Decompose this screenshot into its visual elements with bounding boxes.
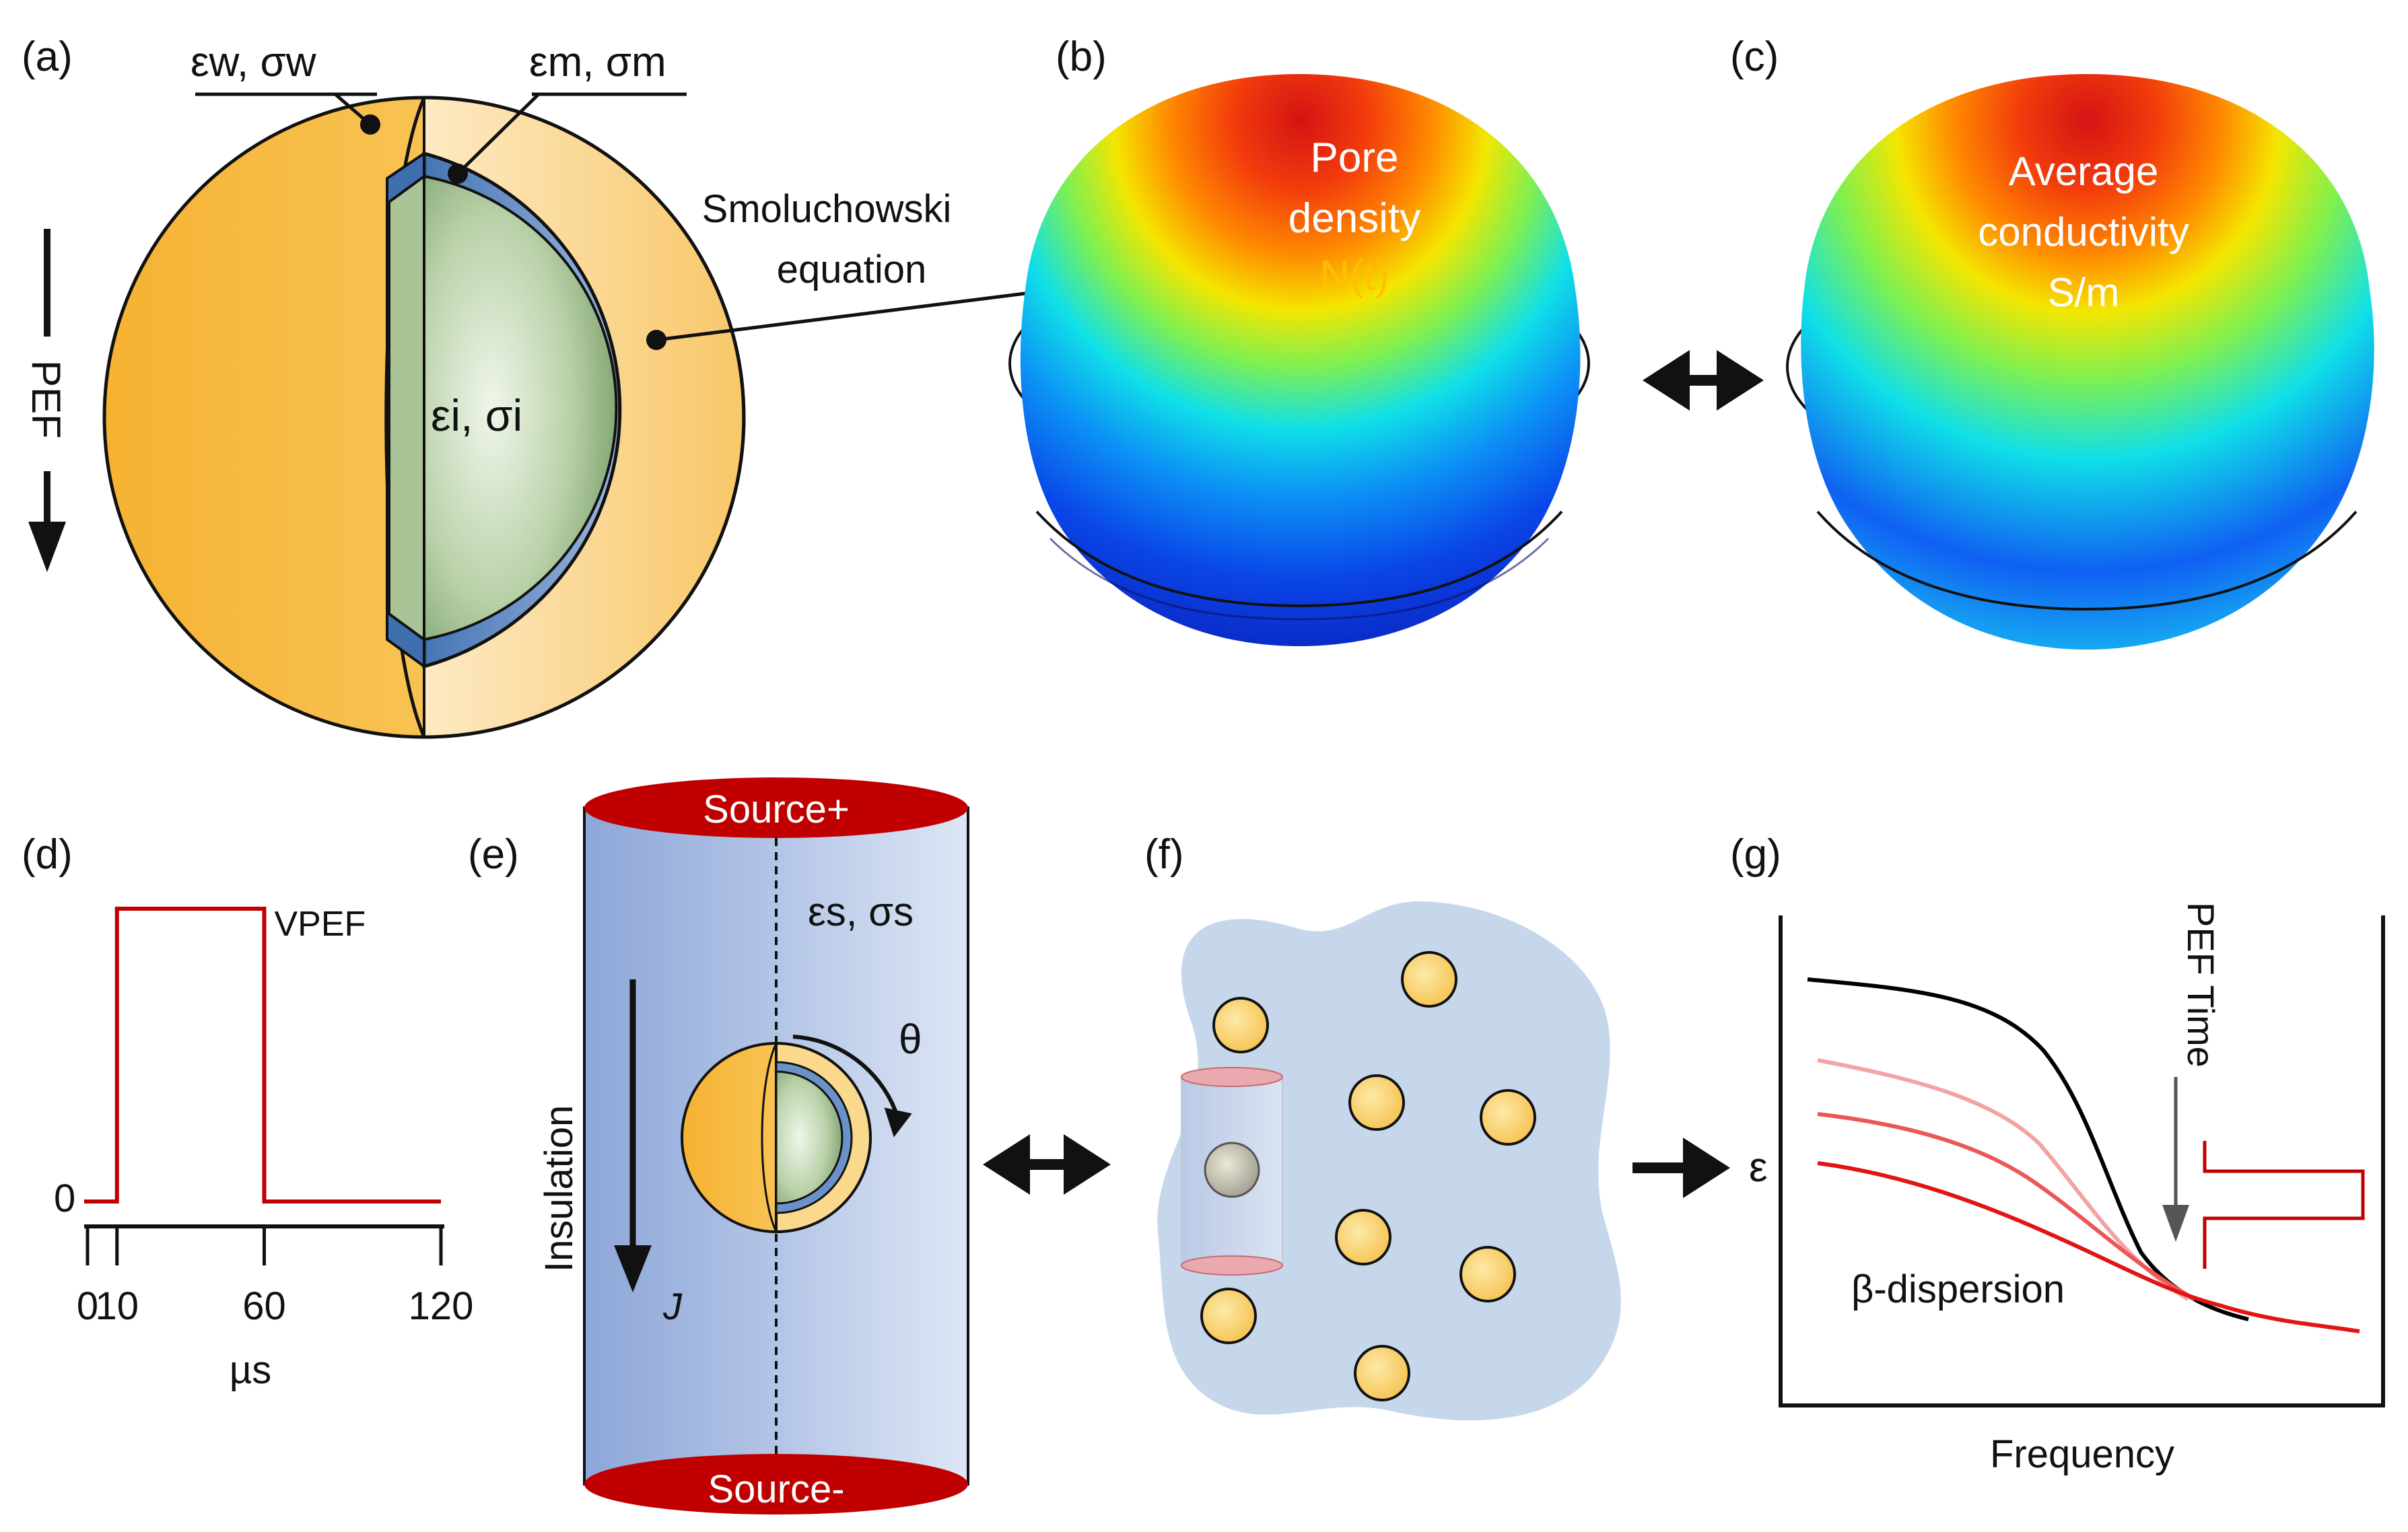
- pulse-waveform: [84, 907, 441, 1204]
- curve-mid-red: [1817, 1112, 2196, 1301]
- frequency-axis-label: Frequency: [1990, 1432, 2174, 1476]
- smoluchowski-label: Smoluchowski: [702, 187, 952, 231]
- panel-d-label: (d): [22, 831, 73, 878]
- time-ticks: 010 60 120: [77, 1226, 474, 1328]
- plot-frame: [1779, 915, 2385, 1407]
- equation-label: equation: [777, 248, 927, 291]
- cell: [1459, 1246, 1516, 1302]
- double-arrow-ef: [983, 1134, 1111, 1195]
- theta-label: θ: [899, 1016, 922, 1063]
- insulation-label: Insulation: [537, 1105, 581, 1272]
- panel-c-label: (c): [1730, 34, 1779, 80]
- pore-label-line2: density: [1288, 195, 1420, 242]
- panel-b-label: (b): [1056, 34, 1107, 80]
- pore-label-line1: Pore: [1311, 135, 1399, 181]
- medium-props-label: εs, σs: [808, 889, 914, 934]
- conductivity-heatmap: [1801, 74, 2374, 650]
- cell: [1480, 1089, 1536, 1146]
- cell: [1335, 1209, 1391, 1265]
- time-tick-label: 120: [409, 1284, 474, 1328]
- top-source-cap: [584, 777, 968, 838]
- conductivity-label-line2: conductivity: [1978, 209, 2189, 254]
- panel-a: (a) εi, σi εw, σw εm, σm Smoluchowski eq…: [22, 34, 1058, 739]
- bottom-source-cap: [584, 1454, 968, 1514]
- current-label: J: [662, 1285, 683, 1327]
- cell: [1212, 997, 1269, 1053]
- panel-a-label: (a): [22, 34, 73, 80]
- arrow-fg: [1632, 1138, 1730, 1198]
- outer-pointer-dot: [360, 114, 380, 135]
- double-arrow-bc: [1643, 350, 1764, 411]
- pulse-glyph: [2203, 1141, 2365, 1269]
- membrane-props-label: εm, σm: [529, 39, 666, 85]
- panel-e: (e) Source+ Source- εs, σs θ J Insulatio…: [468, 777, 969, 1514]
- panel-f-label: (f): [1144, 831, 1184, 878]
- vpef-label: VPEF: [275, 905, 366, 944]
- source-plus-label: Source+: [703, 788, 850, 831]
- pore-label-line3: N(t): [1319, 252, 1389, 299]
- theta-arc: [792, 1035, 897, 1112]
- unit-cell: [1204, 1142, 1260, 1198]
- inner-props-label: εi, σi: [431, 390, 522, 440]
- panel-e-label: (e): [468, 831, 519, 878]
- pef-time-label: PEF Time: [2180, 902, 2222, 1068]
- cell: [1401, 951, 1457, 1008]
- panel-c: (c) Average conductivity S/m: [1730, 34, 2374, 650]
- time-tick-label: 0: [77, 1284, 98, 1328]
- conductivity-label-line3: S/m: [2048, 270, 2120, 315]
- time-tick-label: 10: [95, 1284, 139, 1328]
- pef-label: PEF: [24, 360, 69, 439]
- pore-density-heatmap: [1020, 74, 1581, 646]
- zero-level-label: 0: [54, 1177, 75, 1220]
- beta-dispersion-label: β-dispersion: [1851, 1267, 2065, 1311]
- time-unit: µs: [230, 1348, 271, 1392]
- curve-light-red: [1817, 1058, 2189, 1301]
- link-line: [656, 287, 1058, 342]
- outer-props-label: εw, σw: [191, 39, 316, 85]
- time-tick-label: 60: [242, 1284, 286, 1328]
- membrane-pointer-dot: [448, 164, 468, 184]
- pef-arrow-head: [28, 522, 66, 572]
- cytoplasm: [423, 174, 618, 641]
- cell: [1348, 1074, 1405, 1131]
- panel-f: (f): [1144, 831, 1621, 1421]
- curve-red: [1817, 1161, 2360, 1333]
- panel-g: (g) ε Frequency PEF Time β-dispersion: [1730, 831, 2385, 1476]
- source-minus-label: Source-: [708, 1467, 844, 1511]
- conductivity-label-line1: Average: [2009, 149, 2158, 194]
- panel-b: (b) Pore density N(t): [1008, 34, 1590, 646]
- panel-g-label: (g): [1730, 831, 1781, 878]
- cell: [1354, 1345, 1410, 1401]
- cell: [1200, 1288, 1257, 1344]
- epsilon-axis-label: ε: [1749, 1144, 1768, 1191]
